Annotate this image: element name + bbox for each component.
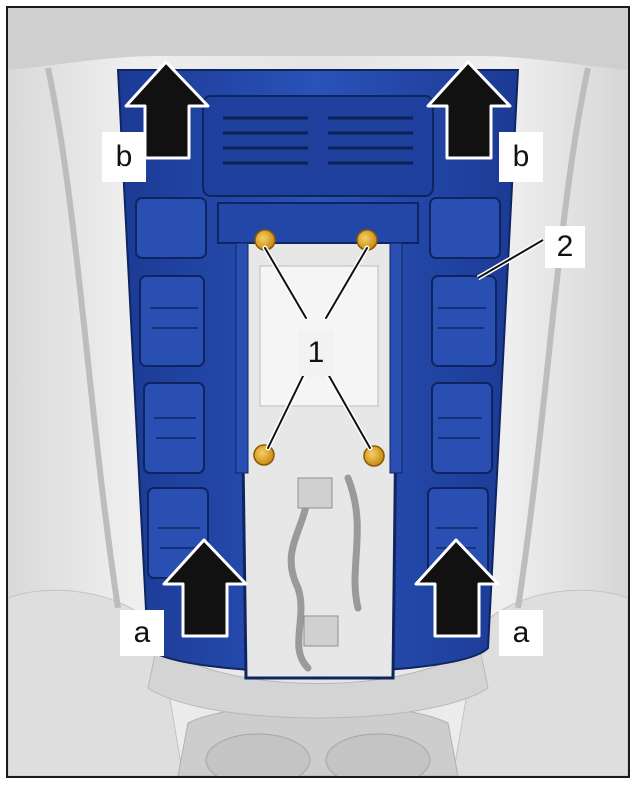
right-switch-panel	[427, 197, 501, 579]
air-vent-slats	[223, 116, 413, 165]
connector-block	[297, 477, 333, 509]
callout-b-right: b	[499, 132, 543, 182]
callout-a-left: a	[120, 610, 164, 656]
callout-a-right: a	[499, 610, 543, 656]
arrow-up-icon-b-left	[124, 60, 210, 160]
bolt-bottom-left-icon	[253, 444, 275, 466]
inner-bracket	[217, 202, 419, 244]
arrow-up-icon-b-right	[426, 60, 512, 160]
cupholder-left	[205, 733, 311, 776]
air-vent-housing	[202, 95, 434, 197]
bolt-bottom-right-icon	[363, 445, 385, 467]
left-trim-edge	[45, 67, 121, 609]
callout-1-bolts: 1	[298, 330, 334, 376]
leader-line-2-core	[477, 239, 544, 279]
callout-2-trim-panel: 2	[545, 226, 585, 268]
right-rail	[389, 242, 403, 474]
wiring-harness	[287, 474, 362, 672]
arrow-up-icon-a-left	[162, 538, 248, 638]
leader-lines-1-core	[264, 247, 371, 449]
dashboard-top	[8, 8, 628, 70]
right-trim-edge	[515, 67, 591, 609]
bolt-icon-group	[253, 229, 385, 467]
cupholder-right	[325, 733, 431, 776]
callout-b-left: b	[102, 132, 146, 182]
center-console-illustration	[8, 8, 628, 776]
left-rail	[235, 242, 249, 474]
diagram-frame: b b a a 1 2	[6, 6, 630, 778]
panel-ribs	[150, 307, 486, 549]
lower-connector	[303, 615, 339, 647]
arrow-up-icon-a-right	[414, 538, 500, 638]
